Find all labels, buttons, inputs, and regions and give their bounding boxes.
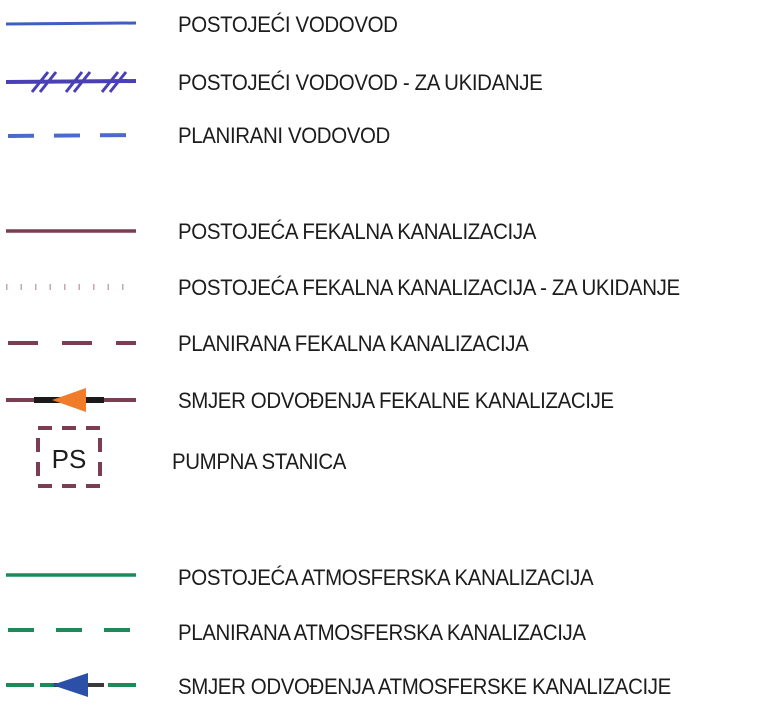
legend-item-pump-station: PS PUMPNA STANICA bbox=[0, 424, 763, 494]
legend-label: POSTOJEĆA FEKALNA KANALIZACIJA bbox=[178, 219, 537, 244]
legend-item-existing-water-removal: POSTOJEĆI VODOVOD - ZA UKIDANJE bbox=[0, 62, 763, 102]
legend-label: PUMPNA STANICA bbox=[172, 449, 347, 474]
pump-station-icon: PS bbox=[30, 424, 110, 494]
legend-item-planned-storm: PLANIRANA ATMOSFERSKA KANALIZACIJA bbox=[0, 612, 763, 652]
legend-label: POSTOJEĆA ATMOSFERSKA KANALIZACIJA bbox=[178, 565, 594, 590]
legend-label: PLANIRANI VODOVOD bbox=[178, 123, 390, 148]
legend-item-storm-flow-direction: SMJER ODVOĐENJA ATMOSFERSKE KANALIZACIJE bbox=[0, 666, 763, 706]
legend-item-planned-water: PLANIRANI VODOVOD bbox=[0, 115, 763, 155]
solid-line-icon bbox=[4, 211, 138, 251]
legend-item-planned-sewage: PLANIRANA FEKALNA KANALIZACIJA bbox=[0, 323, 763, 363]
hatched-line-icon bbox=[4, 62, 138, 102]
legend-item-existing-sewage-removal: POSTOJEĆA FEKALNA KANALIZACIJA - ZA UKID… bbox=[0, 267, 763, 307]
arrow-left-icon bbox=[4, 380, 138, 420]
legend-label: POSTOJEĆA FEKALNA KANALIZACIJA - ZA UKID… bbox=[178, 275, 680, 300]
legend-label: SMJER ODVOĐENJA ATMOSFERSKE KANALIZACIJE bbox=[178, 674, 671, 699]
legend-item-sewage-flow-direction: SMJER ODVOĐENJA FEKALNE KANALIZACIJE bbox=[0, 380, 763, 420]
legend-label: PLANIRANA ATMOSFERSKA KANALIZACIJA bbox=[178, 620, 586, 645]
legend-item-existing-storm: POSTOJEĆA ATMOSFERSKA KANALIZACIJA bbox=[0, 557, 763, 597]
legend-item-existing-water: POSTOJEĆI VODOVOD bbox=[0, 4, 763, 44]
legend-label: SMJER ODVOĐENJA FEKALNE KANALIZACIJE bbox=[178, 388, 614, 413]
legend-label: POSTOJEĆI VODOVOD bbox=[178, 12, 398, 37]
pump-station-box-text: PS bbox=[52, 444, 87, 474]
dashed-line-icon bbox=[4, 115, 138, 155]
dashed-line-icon bbox=[4, 323, 138, 363]
solid-line-icon bbox=[4, 557, 138, 597]
legend-label: POSTOJEĆI VODOVOD - ZA UKIDANJE bbox=[178, 70, 543, 95]
legend-item-existing-sewage: POSTOJEĆA FEKALNA KANALIZACIJA bbox=[0, 211, 763, 251]
dotted-line-icon bbox=[4, 267, 138, 307]
dashed-line-icon bbox=[4, 612, 138, 652]
legend-label: PLANIRANA FEKALNA KANALIZACIJA bbox=[178, 331, 529, 356]
solid-line-icon bbox=[4, 4, 138, 44]
arrow-left-icon bbox=[4, 666, 138, 706]
